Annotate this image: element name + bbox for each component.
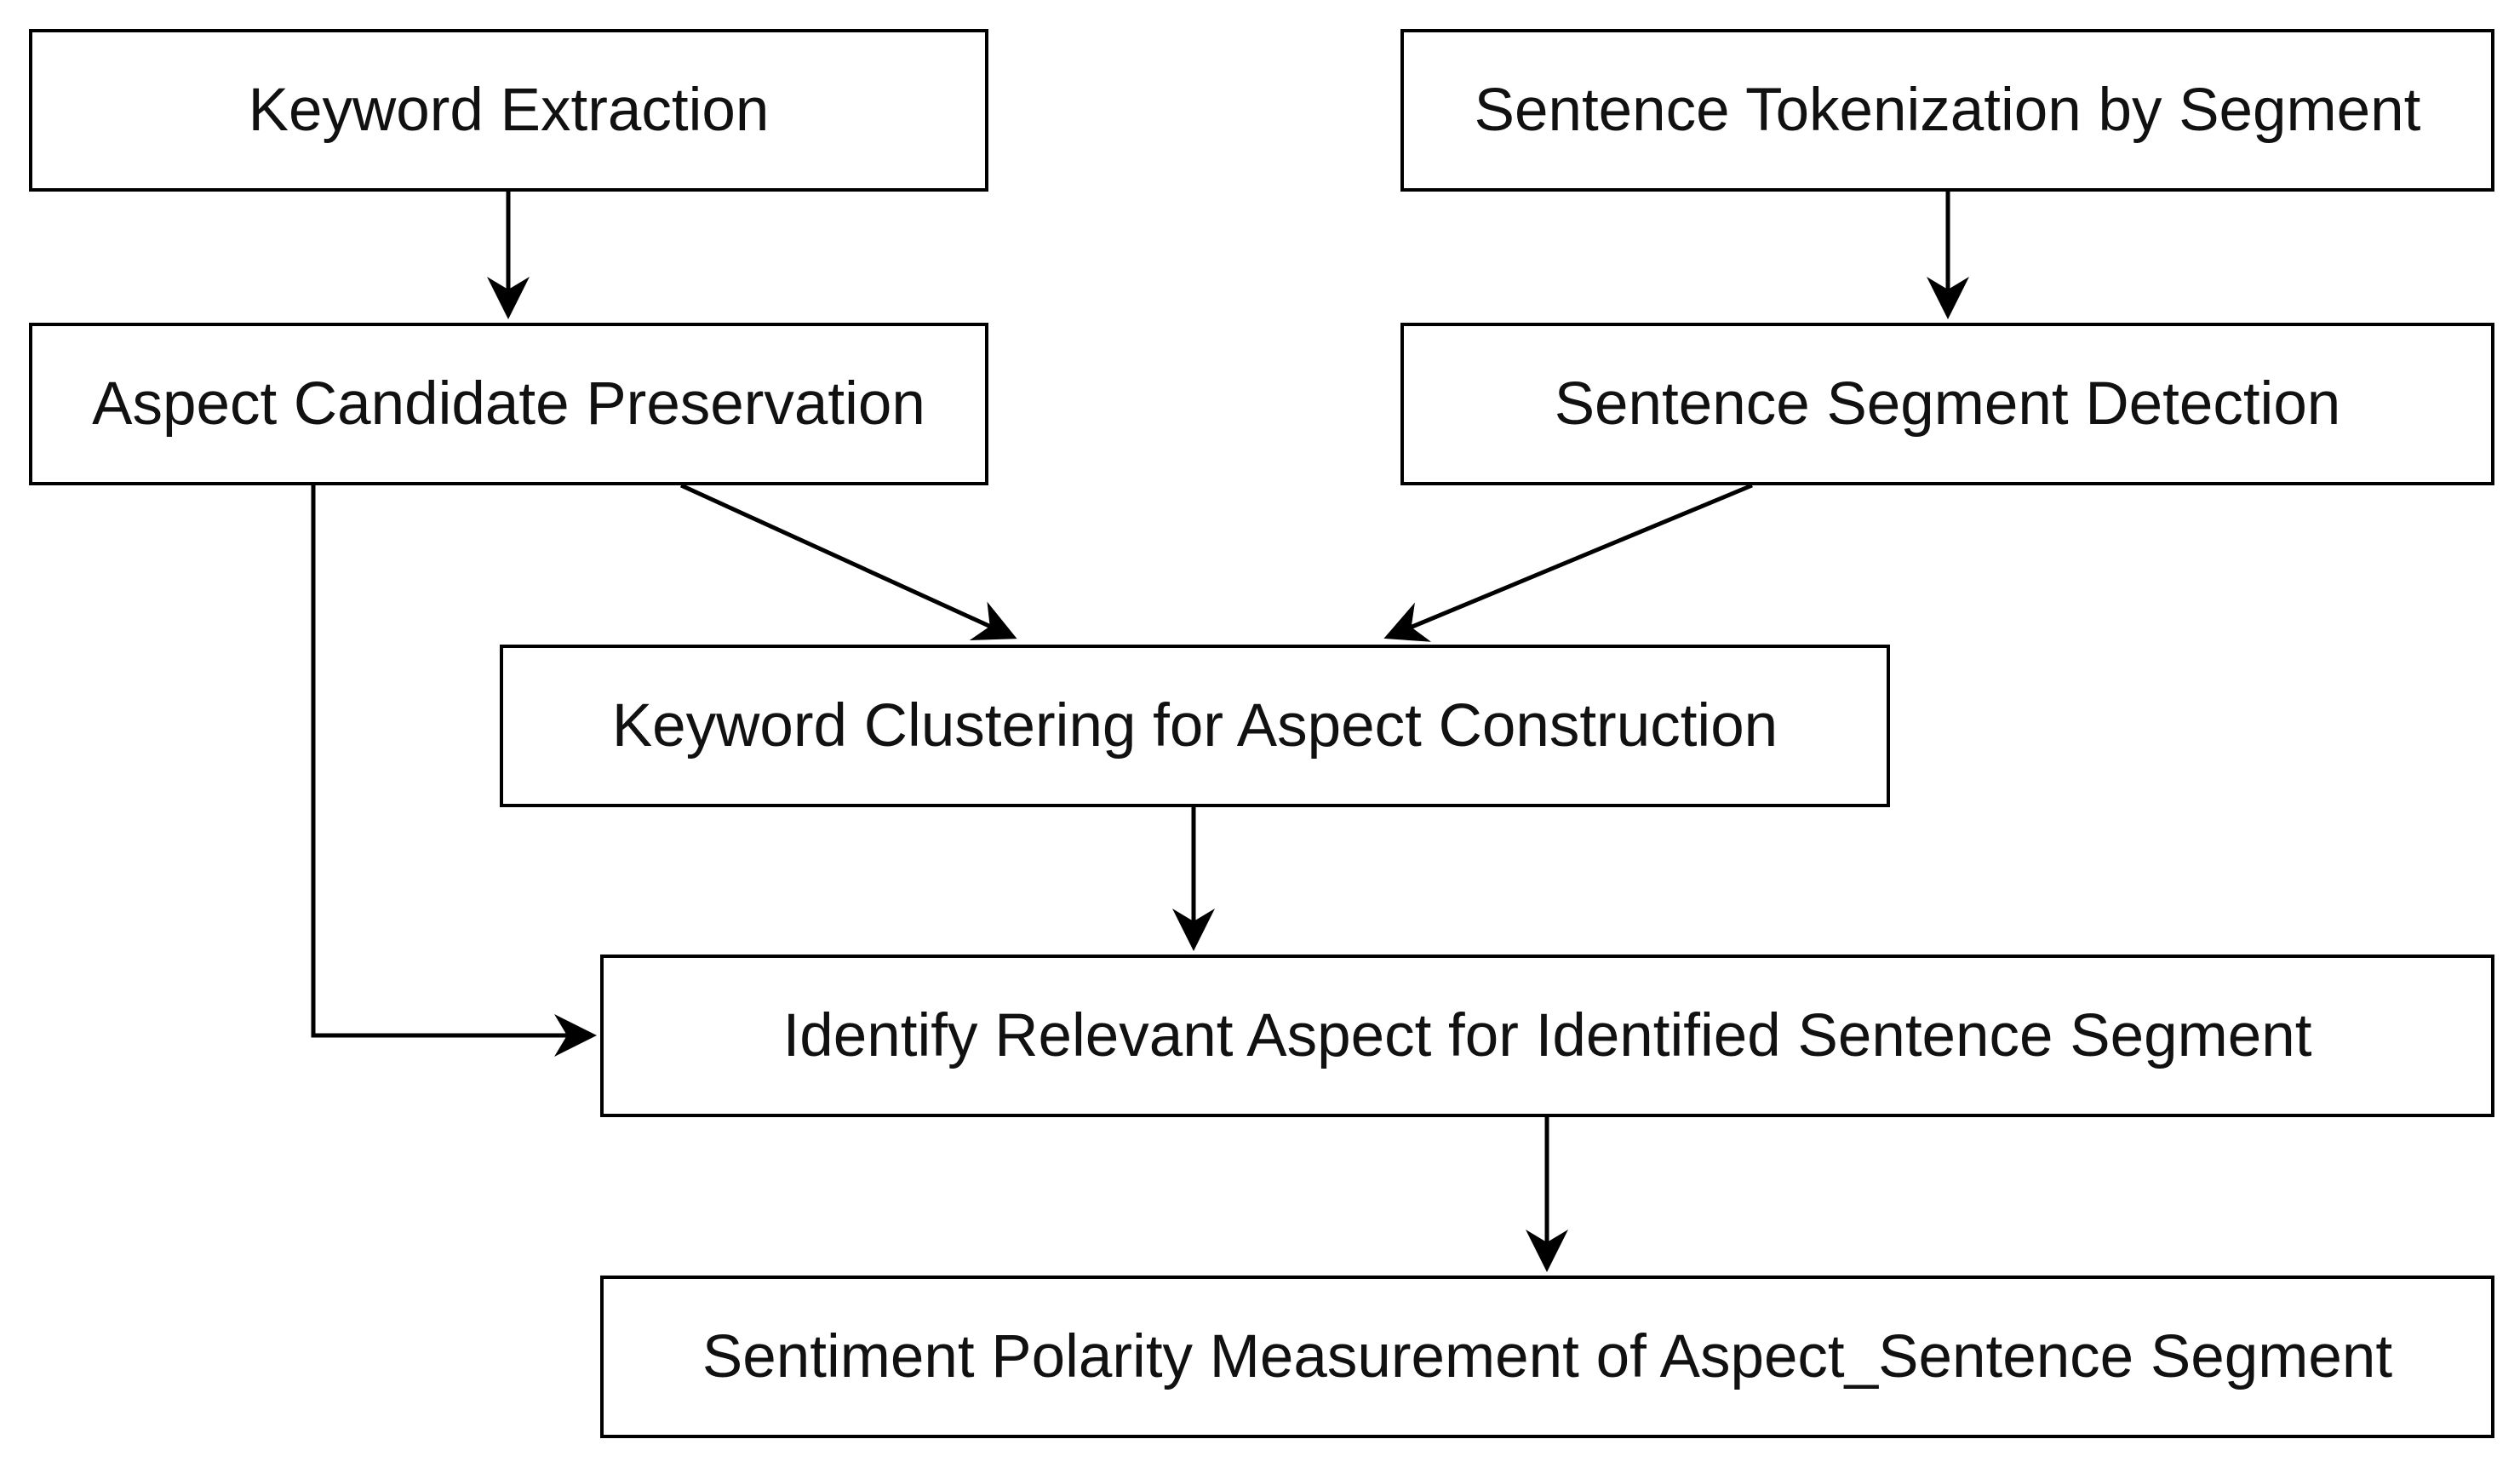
node-label: Sentence Tokenization by Segment [1474, 77, 2421, 144]
arrow-aspect-candidate-to-identify [311, 485, 597, 1057]
arrow-aspect-candidate-to-clustering [679, 483, 1017, 641]
node-label: Sentence Segment Detection [1554, 370, 2341, 438]
node-keyword-clustering: Keyword Clustering for Aspect Constructi… [500, 645, 1890, 807]
node-label: Keyword Extraction [248, 77, 770, 144]
node-label: Sentiment Polarity Measurement of Aspect… [702, 1323, 2393, 1390]
node-aspect-candidate-preservation: Aspect Candidate Preservation [29, 323, 988, 485]
node-sentiment-polarity: Sentiment Polarity Measurement of Aspect… [600, 1276, 2494, 1438]
node-label: Aspect Candidate Preservation [92, 370, 925, 438]
node-label: Keyword Clustering for Aspect Constructi… [611, 692, 1778, 760]
node-label: Identify Relevant Aspect for Identified … [782, 1002, 2312, 1069]
node-keyword-extraction: Keyword Extraction [29, 29, 988, 192]
arrow-segment-detection-to-clustering [1383, 483, 1753, 642]
node-sentence-segment-detection: Sentence Segment Detection [1400, 323, 2494, 485]
node-sentence-tokenization: Sentence Tokenization by Segment [1400, 29, 2494, 192]
node-identify-relevant-aspect: Identify Relevant Aspect for Identified … [600, 955, 2494, 1117]
